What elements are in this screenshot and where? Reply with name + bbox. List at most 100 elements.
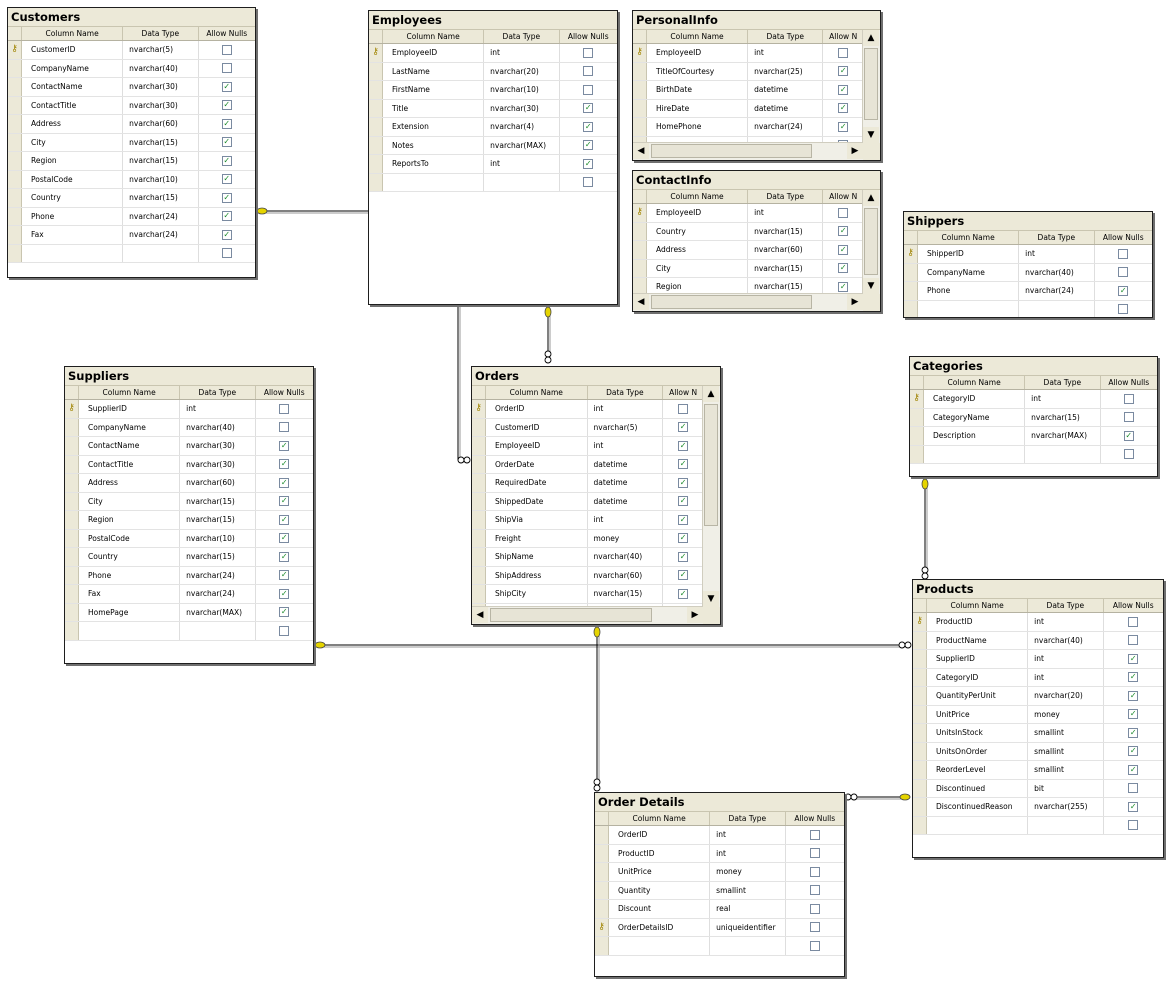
scroll-thumb[interactable] <box>704 404 718 526</box>
data-type-cell[interactable]: int <box>588 400 664 418</box>
allow-nulls-checkbox[interactable]: ✓ <box>838 103 849 114</box>
column-name-cell[interactable]: OrderDate <box>486 455 588 473</box>
allow-nulls-checkbox[interactable] <box>279 403 290 414</box>
allow-nulls-checkbox[interactable]: ✓ <box>221 81 232 92</box>
row-selector[interactable] <box>8 96 22 114</box>
data-type-cell[interactable]: nvarchar(40) <box>180 418 256 436</box>
row-selector[interactable] <box>913 650 927 668</box>
column-name-cell[interactable]: ReportsTo <box>383 155 485 173</box>
data-type-cell[interactable]: nvarchar(24) <box>748 118 824 136</box>
row-selector[interactable] <box>8 152 22 170</box>
row-selector[interactable] <box>369 155 383 173</box>
data-type-cell[interactable]: int <box>588 437 664 455</box>
column-name-cell[interactable]: ShipperID <box>918 245 1020 263</box>
row-selector[interactable] <box>369 81 383 99</box>
row-selector[interactable] <box>8 170 22 188</box>
arrow-right-icon[interactable]: ▶ <box>847 294 863 310</box>
table-title[interactable]: Employees <box>369 11 617 30</box>
data-type-cell[interactable]: nvarchar(15) <box>748 259 824 277</box>
row-selector[interactable] <box>369 118 383 136</box>
column-name-cell[interactable]: Fax <box>22 226 124 244</box>
data-type-cell[interactable]: nvarchar(40) <box>1028 631 1104 649</box>
row-selector[interactable] <box>913 687 927 705</box>
row-selector[interactable] <box>910 427 924 445</box>
allow-nulls-checkbox[interactable]: ✓ <box>678 551 689 562</box>
allow-nulls-checkbox[interactable]: ✓ <box>678 459 689 470</box>
arrow-down-icon[interactable]: ▼ <box>703 591 719 607</box>
row-selector[interactable] <box>65 585 79 603</box>
allow-nulls-checkbox[interactable] <box>1118 267 1129 278</box>
row-selector[interactable] <box>633 241 647 259</box>
allow-nulls-checkbox[interactable]: ✓ <box>1128 653 1139 664</box>
column-name-cell[interactable] <box>918 300 1020 317</box>
data-type-cell[interactable]: int <box>484 155 560 173</box>
arrow-right-icon[interactable]: ▶ <box>847 143 863 159</box>
column-name-cell[interactable]: Region <box>79 511 181 529</box>
column-name-cell[interactable]: CompanyName <box>79 418 181 436</box>
allow-nulls-checkbox[interactable]: ✓ <box>678 477 689 488</box>
row-selector[interactable] <box>913 668 927 686</box>
column-name-cell[interactable]: EmployeeID <box>647 44 749 62</box>
column-name-cell[interactable] <box>924 445 1026 463</box>
allow-nulls-checkbox[interactable]: ✓ <box>678 570 689 581</box>
data-type-cell[interactable]: nvarchar(24) <box>1019 282 1095 300</box>
column-name-cell[interactable]: CategoryID <box>927 668 1029 686</box>
row-selector[interactable] <box>913 705 927 723</box>
row-selector[interactable] <box>369 62 383 80</box>
row-selector[interactable] <box>65 418 79 436</box>
row-selector[interactable] <box>472 529 486 547</box>
column-name-cell[interactable]: CategoryID <box>924 390 1026 408</box>
data-type-cell[interactable]: int <box>710 826 786 844</box>
column-name-cell[interactable]: HomePage <box>79 603 181 621</box>
allow-nulls-checkbox[interactable] <box>583 84 594 95</box>
data-type-cell[interactable]: nvarchar(10) <box>484 81 560 99</box>
data-type-cell[interactable]: int <box>1028 668 1104 686</box>
data-type-cell[interactable]: money <box>710 863 786 881</box>
allow-nulls-checkbox[interactable] <box>583 47 594 58</box>
column-name-cell[interactable] <box>22 244 124 262</box>
data-type-cell[interactable]: smallint <box>1028 742 1104 760</box>
allow-nulls-checkbox[interactable]: ✓ <box>838 121 849 132</box>
data-type-cell[interactable]: nvarchar(24) <box>123 226 199 244</box>
column-name-cell[interactable]: City <box>647 259 749 277</box>
data-type-cell[interactable]: uniqueidentifier <box>710 918 786 936</box>
row-selector[interactable] <box>472 492 486 510</box>
empty-row[interactable] <box>913 816 1163 835</box>
allow-nulls-checkbox[interactable]: ✓ <box>221 118 232 129</box>
allow-nulls-checkbox[interactable]: ✓ <box>838 244 849 255</box>
table-title[interactable]: Products <box>913 580 1163 599</box>
data-type-cell[interactable]: nvarchar(40) <box>123 59 199 77</box>
data-type-cell[interactable]: nvarchar(15) <box>123 152 199 170</box>
column-name-cell[interactable]: ProductID <box>927 613 1029 631</box>
allow-nulls-checkbox[interactable] <box>1123 393 1134 404</box>
data-type-cell[interactable]: nvarchar(15) <box>180 511 256 529</box>
empty-row[interactable] <box>904 300 1152 317</box>
primary-key-icon[interactable]: ⚷ <box>633 204 647 222</box>
data-type-cell[interactable]: nvarchar(255) <box>1028 798 1104 816</box>
column-name-cell[interactable]: ContactName <box>22 78 124 96</box>
allow-nulls-checkbox[interactable]: ✓ <box>678 588 689 599</box>
data-type-cell[interactable]: nvarchar(15) <box>1025 408 1101 426</box>
data-type-cell[interactable]: nvarchar(60) <box>123 115 199 133</box>
allow-nulls-checkbox[interactable] <box>838 207 849 218</box>
data-type-cell[interactable]: nvarchar(30) <box>180 455 256 473</box>
row-selector[interactable] <box>369 99 383 117</box>
column-name-cell[interactable]: Fax <box>79 585 181 603</box>
